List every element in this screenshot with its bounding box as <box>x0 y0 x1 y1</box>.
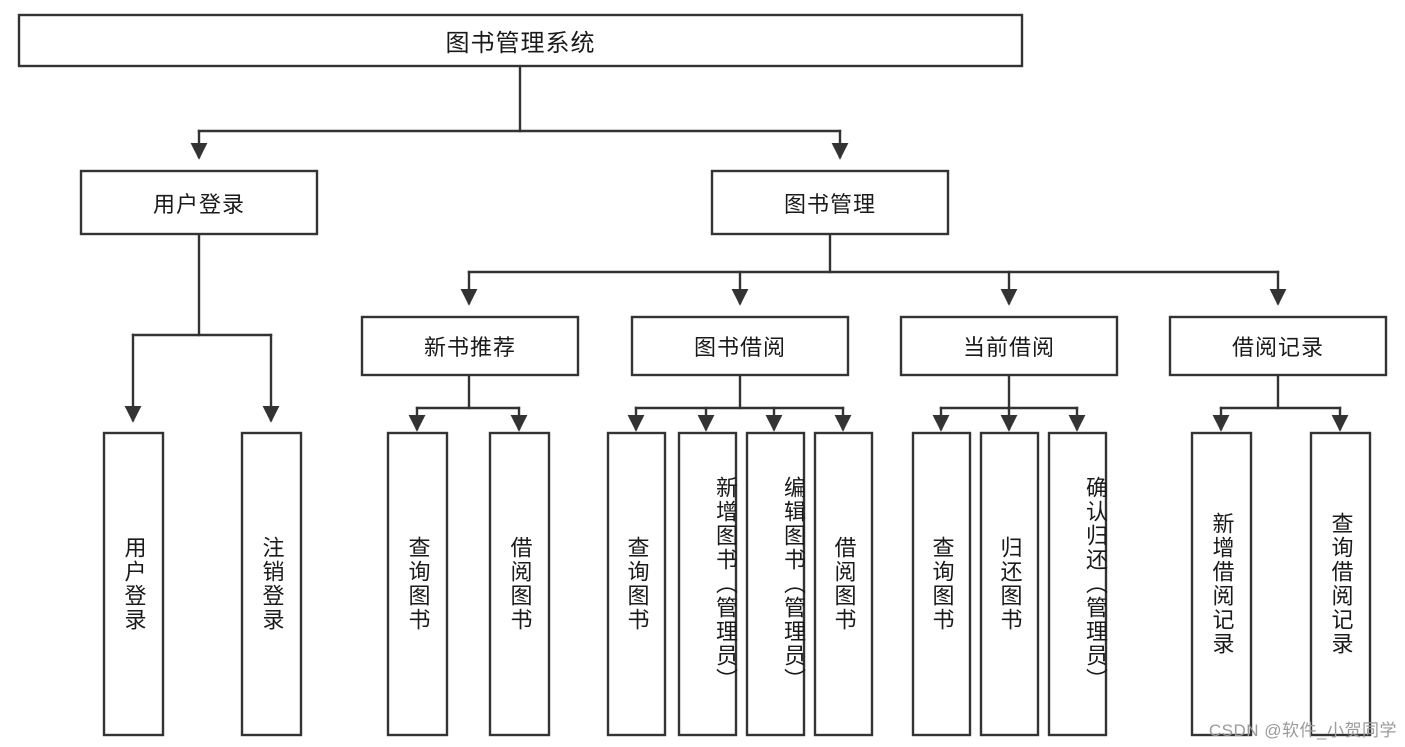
node-current-borrow[interactable] <box>899 315 1119 377</box>
connector-current-to-leaves <box>932 373 1086 432</box>
node-book-borrow[interactable] <box>630 315 850 377</box>
connector-borrow-to-leaves <box>627 373 852 432</box>
leaf-current-1[interactable] <box>979 431 1040 737</box>
leaf-records-0[interactable] <box>1190 431 1253 737</box>
connector-user-login-to-leaves <box>124 232 280 423</box>
node-borrow-records[interactable] <box>1168 315 1388 377</box>
node-new-book-recommend[interactable] <box>360 315 580 377</box>
leaf-borrow-2[interactable] <box>745 431 806 737</box>
connector-book-mgmt-to-level3 <box>460 232 1287 306</box>
connector-records-to-leaves <box>1212 373 1349 432</box>
node-root[interactable] <box>17 13 1024 68</box>
leaf-current-0[interactable] <box>911 431 972 737</box>
leaf-user-login-0[interactable] <box>102 431 165 737</box>
leaf-new-book-1[interactable] <box>488 431 551 737</box>
leaf-borrow-3[interactable] <box>813 431 874 737</box>
leaf-current-2[interactable] <box>1047 431 1108 737</box>
leaf-new-book-0[interactable] <box>386 431 449 737</box>
connector-root-to-level2 <box>190 64 849 160</box>
leaf-borrow-0[interactable] <box>606 431 667 737</box>
leaf-user-login-1[interactable] <box>240 431 303 737</box>
node-user-login[interactable] <box>79 169 319 236</box>
node-book-management[interactable] <box>710 169 950 236</box>
leaf-borrow-1[interactable] <box>677 431 738 737</box>
leaf-records-1[interactable] <box>1309 431 1372 737</box>
connector-new-book-to-leaves <box>408 373 528 432</box>
